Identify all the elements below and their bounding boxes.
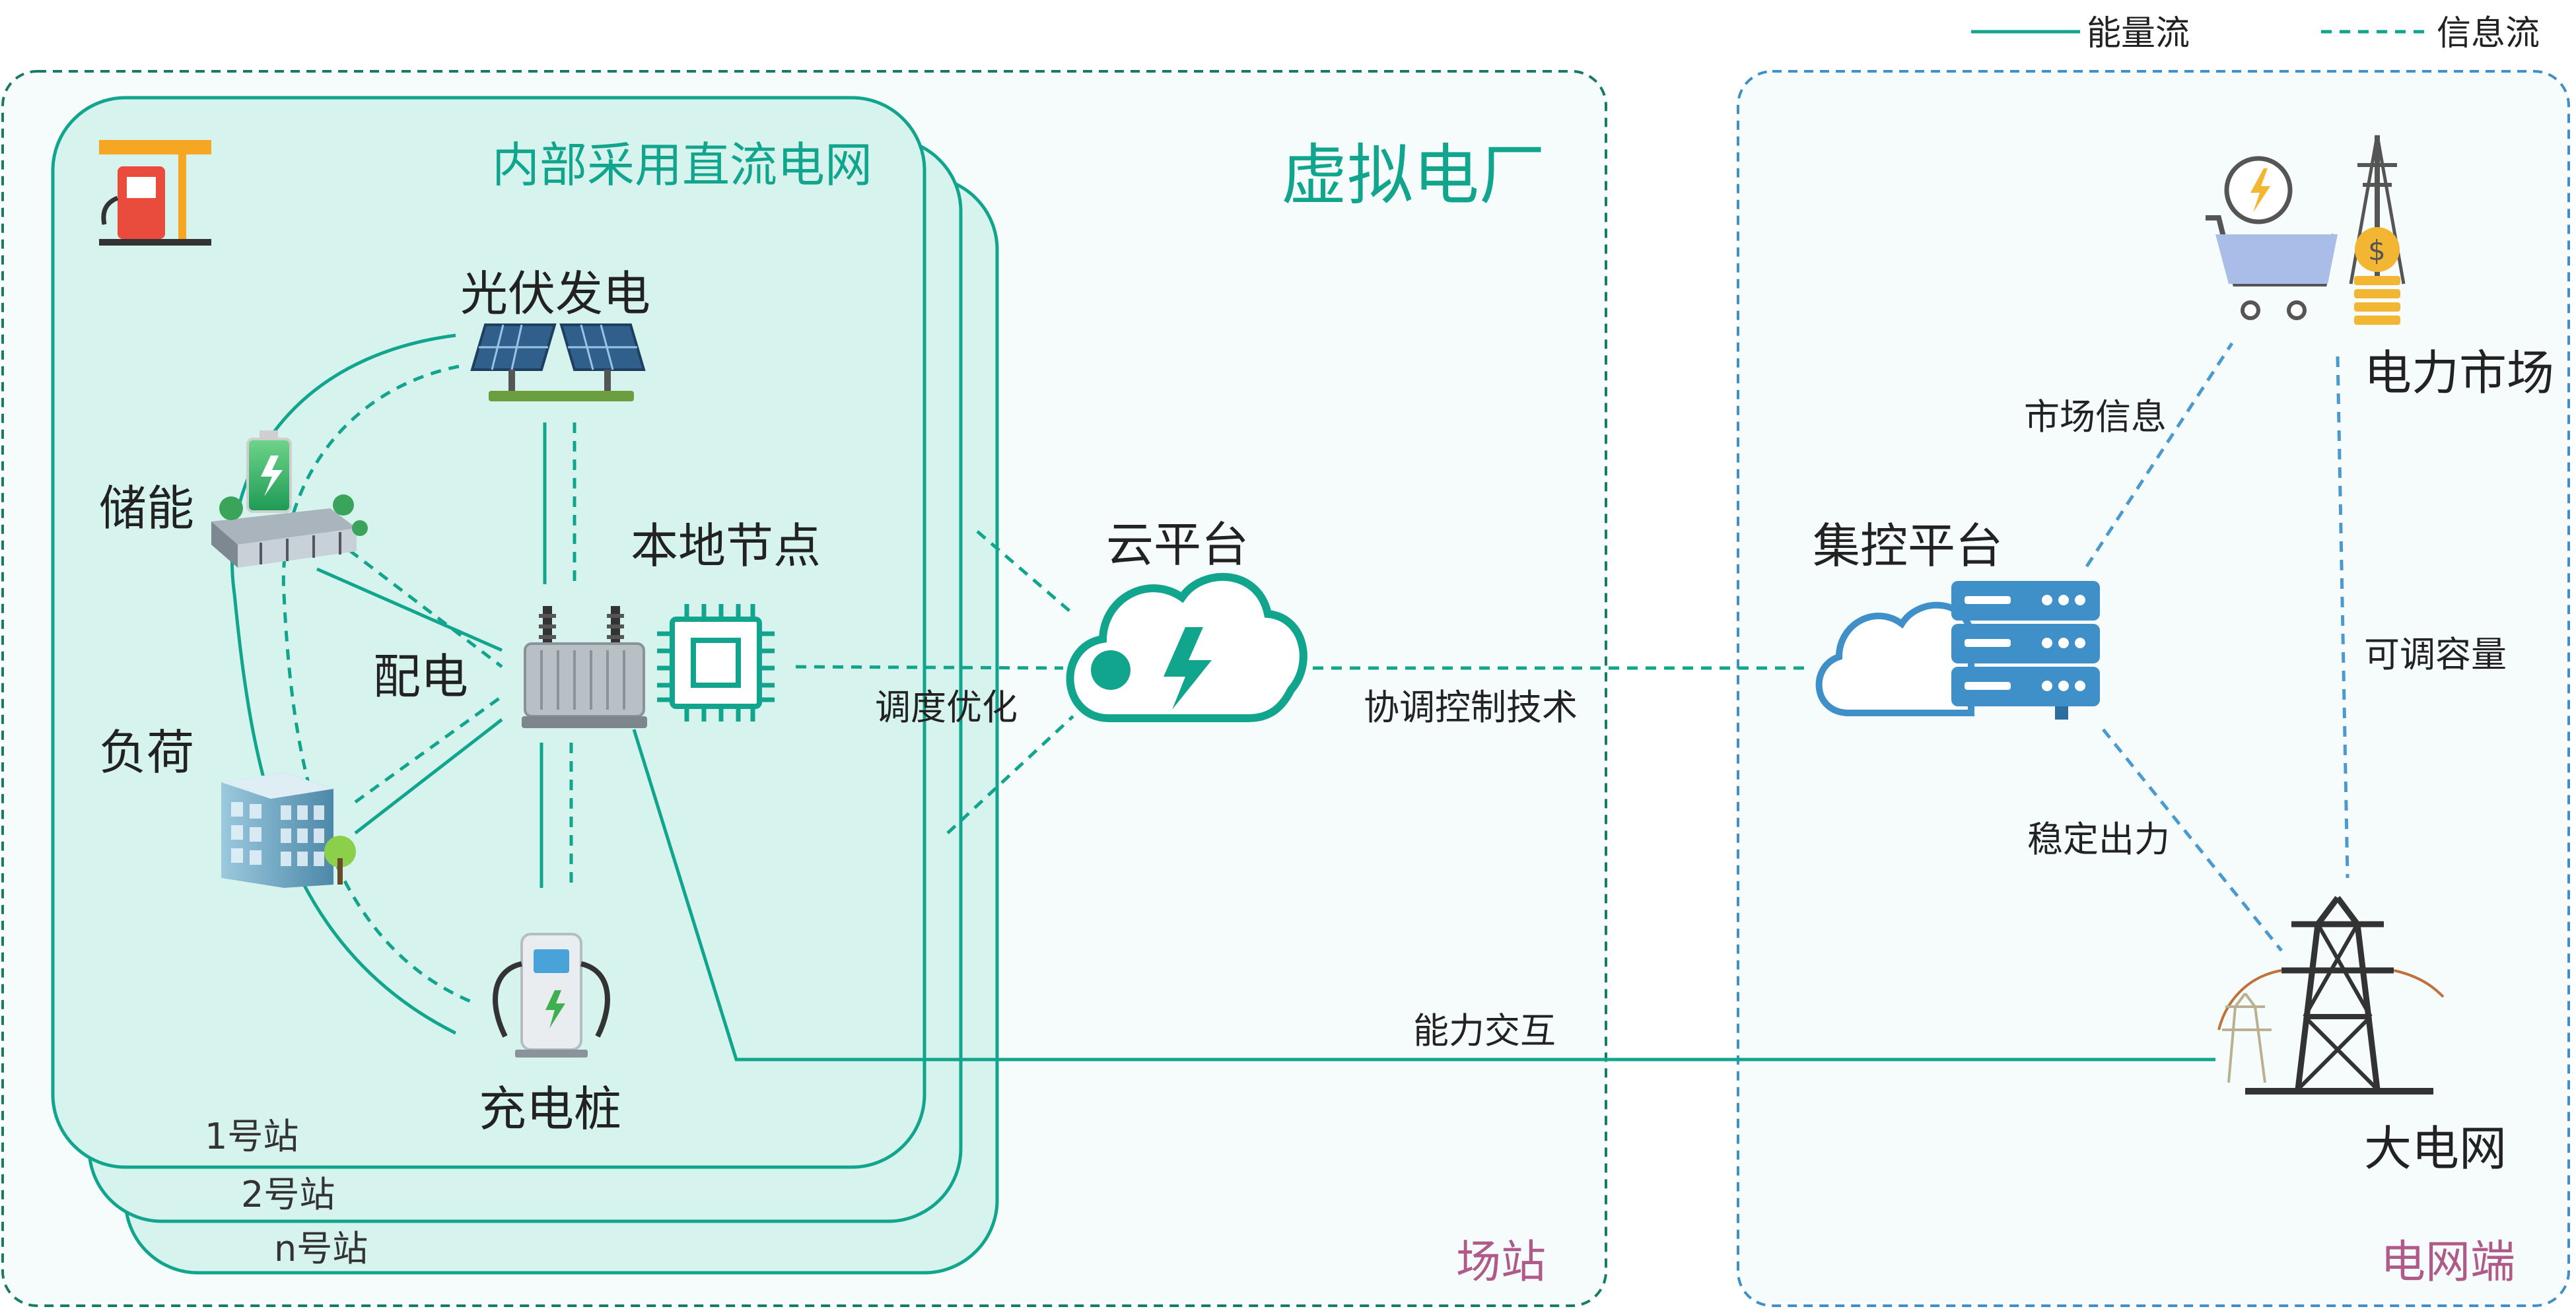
node-label-central: 集控平台 (1813, 518, 2003, 574)
charging-pile-icon (493, 933, 610, 1058)
solar-panel-icon (470, 323, 646, 401)
info-station2-cloud (976, 530, 1074, 615)
fuel-station-icon (99, 140, 211, 246)
dollar-sign: $ (2368, 234, 2386, 267)
transformer-icon (522, 606, 647, 728)
station-card-1 (51, 96, 926, 1169)
grid-corner-label: 电网端 (2381, 1236, 2515, 1289)
energy-distribution-grid (632, 729, 2215, 1062)
edge-label-capacity-interaction: 能力交互 (1413, 1010, 1556, 1052)
station-corner-label: 场站 (1456, 1236, 1546, 1289)
edge-label-stable-output: 稳定出力 (2027, 819, 2170, 860)
grid-side-info-lines (2085, 342, 2350, 952)
market-icon: $ (2206, 135, 2406, 325)
edge-label-dispatch: 调度优化 (875, 687, 1018, 728)
building-icon (221, 772, 356, 888)
node-label-distribution: 配电 (373, 649, 468, 704)
dc-grid-label: 内部采用直流电网 (492, 137, 872, 193)
node-label-local-node: 本地节点 (631, 518, 821, 574)
info-localnode-cloud (795, 665, 1064, 670)
energy-flow-lines (230, 333, 2215, 1062)
legend-info-flow: 信息流 (2437, 14, 2540, 53)
node-label-storage: 储能 (99, 481, 194, 536)
station-label-1: 1号站 (205, 1116, 298, 1157)
energy-load-distribution (354, 718, 503, 834)
node-label-market: 电力市场 (2364, 345, 2554, 401)
station-label-n: n号站 (274, 1228, 368, 1269)
info-arc-inner (281, 364, 476, 1005)
node-label-load: 负荷 (99, 725, 194, 780)
server-cloud-icon (1815, 581, 2100, 720)
node-label-cloud: 云平台 (1106, 517, 1249, 572)
energy-storage-icon (211, 430, 368, 568)
energy-storage-distribution (316, 567, 503, 652)
info-central-grid (2102, 728, 2283, 952)
node-label-grid: 大电网 (2364, 1121, 2507, 1176)
node-label-charger: 充电桩 (479, 1081, 621, 1137)
chip-icon (657, 604, 775, 722)
legend: 能量流 信息流 (1971, 14, 2540, 53)
info-station3-cloud (946, 715, 1074, 834)
edge-label-adjustable-capacity: 可调容量 (2364, 634, 2507, 675)
transmission-tower-icon (2217, 896, 2445, 1095)
legend-energy-flow: 能量流 (2087, 14, 2190, 53)
info-market-grid (2336, 356, 2350, 879)
info-load-distribution (354, 694, 503, 804)
edge-label-coordination: 协调控制技术 (1364, 687, 1578, 728)
station-panel-title: 虚拟电厂 (1281, 137, 1545, 214)
node-label-pv: 光伏发电 (460, 266, 650, 321)
cloud-bolt-icon (1066, 572, 1307, 722)
energy-arc-outer (230, 333, 457, 1035)
edge-label-market-info: 市场信息 (2024, 396, 2167, 438)
station-label-2: 2号站 (241, 1174, 335, 1215)
info-central-market (2085, 342, 2234, 568)
